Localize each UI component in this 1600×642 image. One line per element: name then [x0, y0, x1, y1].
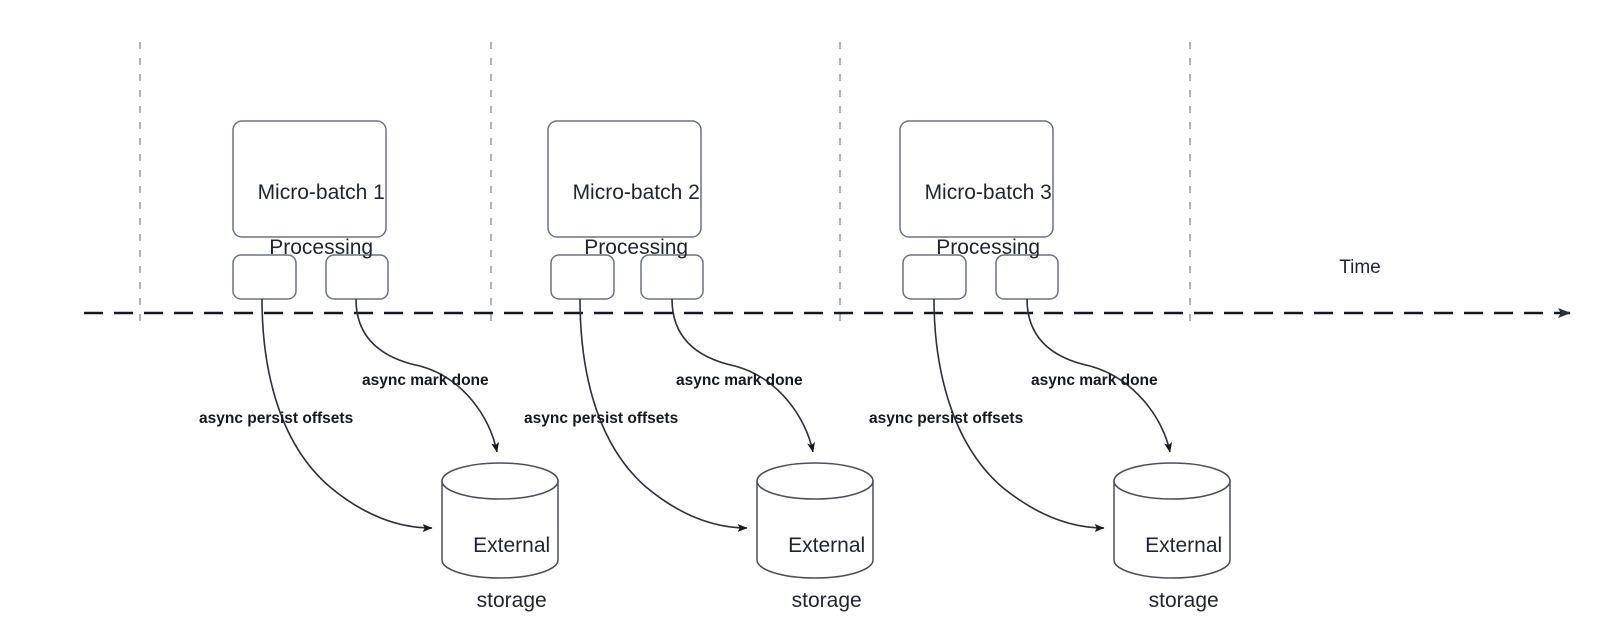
async-mark-done-label-1: async mark done — [362, 372, 489, 389]
microbatch-1-task-b-box[interactable] — [325, 254, 389, 300]
microbatch-3-box[interactable] — [899, 120, 1054, 238]
microbatch-1-task-a-box[interactable] — [232, 254, 297, 300]
async-mark-done-arrow-3 — [1026, 298, 1173, 453]
async-persist-offsets-label-2: async persist offsets — [524, 410, 679, 427]
async-persist-offsets-label-3: async persist offsets — [869, 410, 1024, 427]
external-storage-1-cylinder[interactable] — [441, 462, 559, 579]
microbatch-3-task-b-box[interactable] — [995, 254, 1059, 300]
microbatch-2-task-a-box[interactable] — [550, 254, 615, 300]
async-persist-offsets-arrow-3 — [933, 298, 1105, 532]
group-2-nodes — [547, 120, 874, 579]
group-3-nodes — [899, 120, 1231, 579]
microbatch-1-box[interactable] — [232, 120, 387, 238]
async-mark-done-arrow-1 — [355, 298, 500, 453]
async-persist-offsets-label-1: async persist offsets — [199, 410, 354, 427]
async-mark-done-label-2: async mark done — [676, 372, 803, 389]
microbatch-3-task-a-box[interactable] — [902, 254, 967, 300]
group-1-edges — [261, 298, 500, 532]
external-storage-3-cylinder[interactable] — [1113, 462, 1231, 579]
group-2-edges — [579, 298, 816, 532]
group-3-edges — [933, 298, 1173, 532]
async-persist-offsets-arrow-1 — [261, 298, 433, 532]
async-persist-offsets-arrow-2 — [579, 298, 748, 532]
microbatch-2-box[interactable] — [547, 120, 702, 238]
async-mark-done-arrow-2 — [671, 298, 816, 453]
async-mark-done-label-3: async mark done — [1031, 372, 1158, 389]
external-storage-2-cylinder[interactable] — [756, 462, 874, 579]
group-1-nodes — [232, 120, 559, 579]
microbatch-2-task-b-box[interactable] — [640, 254, 704, 300]
